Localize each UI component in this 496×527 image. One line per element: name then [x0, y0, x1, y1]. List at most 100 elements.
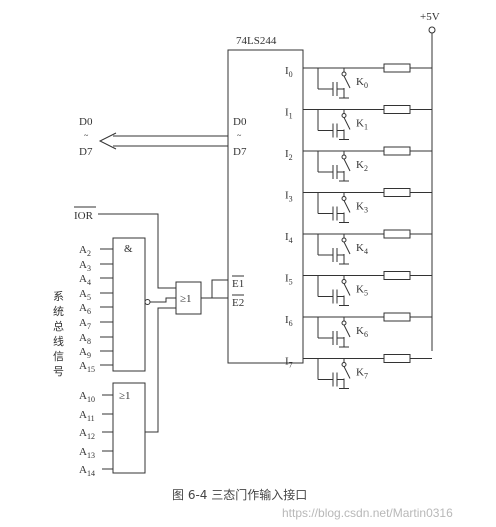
address-line-label: A8 — [79, 332, 91, 346]
address-line-label: A3 — [79, 259, 91, 273]
supply-label: +5V — [420, 11, 440, 23]
bus-label-bottom: D7 — [79, 146, 93, 158]
or-gate-small-symbol: ≥1 — [119, 390, 131, 402]
pullup-resistor — [383, 229, 411, 239]
side-label-char: 号 — [53, 365, 64, 378]
switch-label: K5 — [356, 284, 368, 298]
address-line-label: A2 — [79, 244, 91, 258]
address-line-label: A11 — [79, 409, 95, 423]
pullup-resistor — [383, 312, 411, 322]
address-line-label: A12 — [79, 427, 95, 441]
and-input: A7 — [79, 317, 113, 331]
chip-enable-2: E2 — [232, 297, 244, 309]
switch-label: K4 — [356, 242, 368, 256]
address-line-label: A9 — [79, 346, 91, 360]
switch — [317, 109, 351, 140]
chip-input-label: I6 — [285, 314, 293, 328]
pullup-resistor — [383, 354, 411, 363]
chip-input-label: I7 — [285, 356, 293, 370]
switch — [317, 358, 351, 389]
switch-label: K3 — [356, 201, 368, 215]
pullup-resistor — [383, 63, 411, 73]
chip-input-label: I0 — [285, 65, 293, 79]
chip-name: 74LS244 — [236, 35, 277, 47]
switch — [317, 275, 351, 306]
switch — [317, 317, 351, 348]
chip-input-label: I2 — [285, 148, 293, 162]
or-small-output-wire — [145, 307, 176, 433]
switch — [317, 192, 351, 223]
and-input: A3 — [79, 259, 113, 273]
or-input: A13 — [79, 446, 113, 460]
figure-caption: 图 6-4 三态门作输入接口 — [172, 487, 307, 502]
ior-wire — [98, 213, 176, 289]
and-input: A6 — [79, 302, 113, 316]
enable-tie-wire — [211, 279, 228, 298]
address-line-label: A15 — [79, 360, 95, 374]
or-input: A14 — [79, 464, 113, 478]
and-input: A9 — [79, 346, 113, 360]
chip-data-top: D0 — [233, 116, 247, 128]
and-gate — [112, 237, 146, 372]
side-label-char: 统 — [53, 305, 64, 318]
address-line-label: A13 — [79, 446, 95, 460]
and-gate-invert-bubble — [144, 299, 151, 305]
pullup-resistor — [383, 146, 411, 156]
bus-label-top: D0 — [79, 116, 93, 128]
side-label-char: 线 — [53, 334, 64, 348]
or-input: A11 — [79, 409, 113, 423]
and-output-wire — [150, 297, 176, 303]
side-label-char: 信 — [53, 350, 64, 363]
address-line-label: A4 — [79, 273, 91, 287]
address-line-label: A5 — [79, 288, 91, 302]
and-input: A8 — [79, 332, 113, 346]
switch — [317, 234, 351, 265]
switch-label: K1 — [356, 118, 368, 132]
switch-label: K6 — [356, 325, 368, 339]
side-label-char: 系 — [53, 290, 64, 303]
watermark: https://blog.csdn.net/Martin0316 — [282, 506, 453, 520]
or-gate-main-symbol: ≥1 — [180, 293, 192, 305]
address-line-label: A6 — [79, 302, 91, 316]
or-input: A10 — [79, 390, 113, 404]
switch — [317, 151, 351, 182]
or-gate-main — [175, 281, 202, 315]
pullup-resistor — [383, 188, 411, 197]
bus-label-tilde: ~ — [84, 131, 89, 140]
address-line-label: A7 — [79, 317, 91, 331]
and-input: A2 — [79, 244, 113, 258]
and-input: A4 — [79, 273, 113, 287]
or-gate-small — [112, 382, 146, 474]
address-line-label: A14 — [79, 464, 95, 478]
chip-74ls244-body — [227, 49, 304, 364]
address-line-label: A10 — [79, 390, 95, 404]
chip-data-bottom: D7 — [233, 146, 247, 158]
switch-label: K7 — [356, 367, 368, 381]
pullup-resistor — [383, 271, 411, 280]
pullup-resistor — [383, 105, 411, 114]
chip-enable-1: E1 — [232, 278, 244, 290]
switch-label: K2 — [356, 159, 368, 173]
chip-data-label: D0 ~ D7 — [233, 116, 247, 158]
chip-input-label: I1 — [285, 107, 293, 121]
and-input: A5 — [79, 288, 113, 302]
ior-label: IOR — [74, 210, 94, 222]
or-input: A12 — [79, 427, 113, 441]
chip-data-tilde: ~ — [237, 131, 242, 140]
side-label-char: 总 — [53, 319, 64, 333]
data-bus-arrow — [98, 132, 228, 150]
supply-terminal — [428, 26, 436, 34]
and-gate-symbol: & — [124, 243, 133, 255]
